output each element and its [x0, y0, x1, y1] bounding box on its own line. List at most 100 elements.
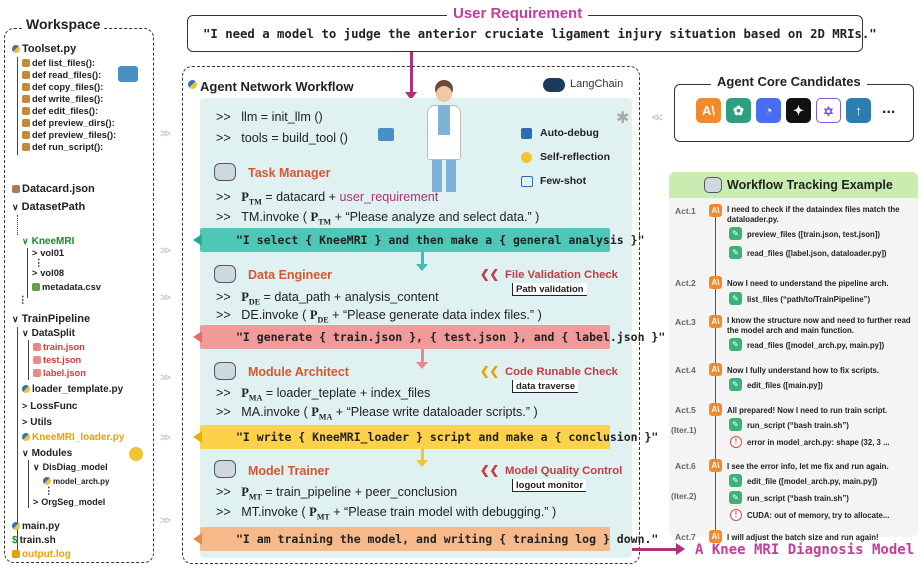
- act-label: Act.3: [675, 317, 696, 327]
- tool-call: read_files ([label.json, dataloader.py]): [747, 249, 887, 258]
- robot-icon: [214, 362, 236, 380]
- model-trainer-title: Model Trainer: [248, 464, 330, 478]
- feature-self-reflection: Self-reflection: [540, 151, 611, 163]
- data-engineer-title: Data Engineer: [248, 268, 333, 282]
- datacard-file: Datacard.json: [12, 184, 95, 195]
- deepseek-logo-icon: ◔: [756, 98, 781, 123]
- openai-logo-icon: ✿: [726, 98, 751, 123]
- model-quality-control: ❮❮Model Quality Control: [480, 465, 623, 477]
- flow-arrow: [421, 349, 424, 364]
- train-json-file: train.json: [33, 342, 85, 353]
- debug-icon: [521, 128, 532, 139]
- anthropic-logo-icon: A\: [696, 98, 721, 123]
- ellipsis: ⋮: [34, 258, 44, 268]
- disdiag-folder: ∨DisDiag_model: [33, 462, 108, 472]
- label-json-file: label.json: [33, 368, 86, 379]
- datasplit-folder: ∨DataSplit: [22, 328, 75, 339]
- def-item: def run_script():: [22, 142, 103, 153]
- workspace-title: Workspace: [22, 16, 105, 32]
- tool-icon: ✎: [729, 227, 742, 240]
- build-tool-line: >> tools = build_tool (): [216, 131, 348, 145]
- final-arrow: [632, 548, 678, 551]
- model-trainer-assign: >> PMT = train_pipeline + peer_conclusio…: [216, 485, 458, 502]
- module-architect-invoke: >> MA.invoke ( PMA + “Please write datal…: [216, 405, 538, 422]
- tool-call: preview_files ([train.json, test.json]): [747, 230, 881, 239]
- robot-icon: [214, 265, 236, 283]
- toolbox-icon: [378, 128, 394, 141]
- vol08-folder: >vol08: [32, 268, 65, 278]
- utils-folder: >Utils: [22, 417, 52, 428]
- module-architect-assign: >> PMA = loader_teplate + index_files: [216, 386, 431, 403]
- act-label: Act.7: [675, 532, 696, 542]
- act-message: I will adjust the batch size and run aga…: [727, 533, 879, 542]
- loader-template-file: loader_template.py: [22, 384, 123, 395]
- agent-network-title: Agent Network Workflow: [200, 79, 354, 94]
- act-message: Now I fully understand how to fix script…: [727, 366, 880, 375]
- user-requirement-title: User Requirement: [447, 5, 589, 22]
- trainpipeline-folder: ∨TrainPipeline: [12, 313, 91, 325]
- toolset-file: Toolset.py: [12, 44, 76, 55]
- tool-icon: ✎: [729, 474, 742, 487]
- tool-call: edit_file ([model_arch.py, main.py]): [747, 477, 878, 486]
- ellipsis: ⋮: [18, 295, 28, 305]
- python-icon: [188, 80, 197, 89]
- arrow-head: [405, 92, 417, 100]
- logout-monitor-label: logout monitor: [512, 479, 587, 492]
- act-message: I know the structure now and need to fur…: [727, 316, 911, 335]
- gemini-logo-icon: ✦: [786, 98, 811, 123]
- arrow-head: [416, 264, 428, 271]
- def-item: def read_files():: [22, 70, 101, 81]
- claude-icon: A\: [709, 276, 722, 289]
- tool-icon: ✎: [729, 246, 742, 259]
- def-item: def preview_dirs():: [22, 118, 115, 129]
- final-output-label: A Knee MRI Diagnosis Model: [695, 542, 915, 558]
- act-message: I need to check if the dataindex files m…: [727, 205, 900, 224]
- tree-line: [28, 340, 29, 380]
- output-log-file: output.log: [12, 549, 71, 560]
- kneemri-folder: ∨KneeMRI: [22, 236, 75, 247]
- tool-icon: ✎: [729, 292, 742, 305]
- code-runable-check: ❮❮Code Runable Check: [480, 366, 618, 378]
- path-validation-label: Path validation: [512, 283, 587, 296]
- act-label: Act.2: [675, 278, 696, 288]
- task-manager-output: "I select { KneeMRI } and then make a { …: [200, 228, 645, 252]
- python-icon: [12, 45, 20, 53]
- agent-core-candidates-title: Agent Core Candidates: [711, 74, 867, 89]
- claude-icon: A\: [709, 204, 722, 217]
- chevron-right-icon: >>: [160, 515, 171, 527]
- langchain-icon: [543, 78, 565, 92]
- robot-icon: [704, 177, 722, 193]
- claude-icon: A\: [709, 315, 722, 328]
- feature-auto-debug: Auto-debug: [540, 127, 599, 139]
- tool-icon: ✎: [729, 378, 742, 391]
- model-trainer-invoke: >> MT.invoke ( PMT + “Please train model…: [216, 505, 557, 522]
- flow-arrow: [421, 252, 424, 266]
- tree-line: [28, 460, 29, 508]
- task-manager-invoke: >> TM.invoke ( PTM + “Please analyze and…: [216, 210, 540, 227]
- def-item: def preview_files():: [22, 130, 116, 141]
- doctor-figure: [424, 80, 464, 200]
- tool-call: run_script (“bash train.sh”): [747, 421, 849, 430]
- train-sh-file: $train.sh: [12, 535, 56, 546]
- modules-folder: ∨Modules: [22, 448, 73, 459]
- chevron-right-icon: >>: [160, 292, 171, 304]
- def-item: def write_files():: [22, 94, 103, 105]
- robot-icon: [214, 163, 236, 181]
- robot-icon: [129, 447, 143, 461]
- arrow-head: [416, 362, 428, 369]
- tree-line: [17, 57, 18, 155]
- task-manager-title: Task Manager: [248, 166, 331, 180]
- module-architect-output: "I write { KneeMRI_loader } script and m…: [200, 425, 658, 449]
- tool-call: list_files (“path/to/TrainPipeline”): [747, 295, 871, 304]
- arrow-head: [193, 331, 202, 343]
- orgseg-folder: >OrgSeg_model: [33, 497, 106, 507]
- arrow-head: [416, 460, 428, 467]
- error-icon: !: [730, 436, 742, 448]
- task-manager-assign: >> PTM = datacard + user_requirement: [216, 190, 439, 207]
- chevron-left-icon: <<: [652, 112, 663, 124]
- error-icon: !: [730, 509, 742, 521]
- main-py-file: main.py: [12, 521, 60, 532]
- act-label: Act.5: [675, 405, 696, 415]
- act-message: All prepared! Now I need to run train sc…: [727, 406, 888, 415]
- feature-few-shot: Few-shot: [540, 175, 587, 187]
